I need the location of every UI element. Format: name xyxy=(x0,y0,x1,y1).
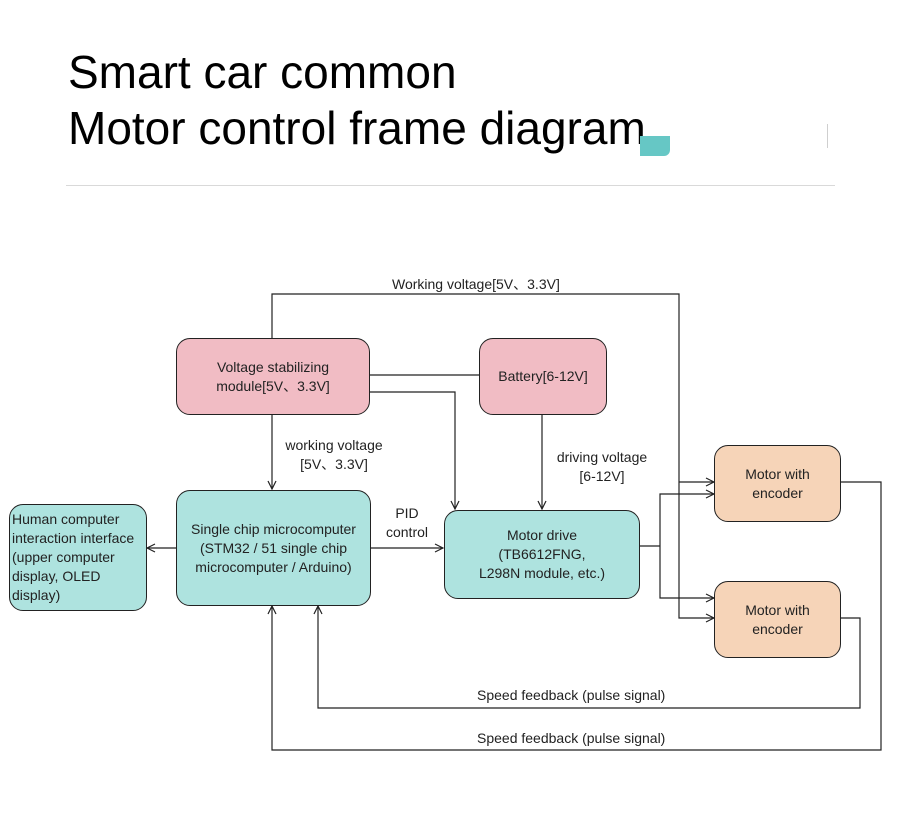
motor-encoder-box-1: Motor with encoder xyxy=(714,445,841,522)
text-cursor-mark xyxy=(827,124,828,148)
voltage-module-line-2: module[5V、3.3V] xyxy=(216,377,330,394)
title-divider xyxy=(66,185,835,186)
label-driving-voltage-line-2: [6-12V] xyxy=(579,468,625,484)
wire-drive-to-motor1 xyxy=(659,494,714,546)
motor1-line-2: encoder xyxy=(752,484,803,501)
mcu-line-1: Single chip microcomputer xyxy=(191,520,356,537)
voltage-module-line-1: Voltage stabilizing xyxy=(216,358,330,375)
hci-line-2: interaction interface xyxy=(12,530,135,546)
motor-encoder-box-2: Motor with encoder xyxy=(714,581,841,658)
motor2-line-2: encoder xyxy=(752,620,803,637)
label-pid-control: PID control xyxy=(376,504,438,542)
label-driving-voltage: driving voltage [6-12V] xyxy=(546,448,658,486)
label-working-voltage-mid: working voltage [5V、3.3V] xyxy=(278,436,390,474)
motor-drive-line-2: (TB6612FNG, xyxy=(498,546,586,562)
battery-label: Battery[6-12V] xyxy=(498,368,588,384)
microcomputer-box: Single chip microcomputer (STM32 / 51 si… xyxy=(176,490,371,606)
motor-drive-line-1: Motor drive xyxy=(506,527,577,543)
wire-speed-feedback-motor1 xyxy=(272,481,882,751)
label-driving-voltage-line-1: driving voltage xyxy=(556,449,648,465)
motor1-line-1: Motor with xyxy=(745,465,810,482)
label-working-voltage-mid-line-1: working voltage xyxy=(285,437,383,453)
title-accent-mark xyxy=(640,136,670,156)
voltage-stabilizing-module-box: Voltage stabilizing module[5V、3.3V] xyxy=(176,338,370,415)
motor-drive-box: Motor drive (TB6612FNG, L298N module, et… xyxy=(444,510,640,599)
hci-line-4: display, OLED xyxy=(12,568,101,584)
battery-box: Battery[6-12V] xyxy=(479,338,607,415)
hci-box: Human computer interaction interface (up… xyxy=(9,504,147,611)
label-speed-feedback-2: Speed feedback (pulse signal) xyxy=(477,730,666,746)
hci-line-1: Human computer xyxy=(12,511,120,527)
label-working-voltage-mid-line-2: [5V、3.3V] xyxy=(300,456,368,472)
hci-line-3: (upper computer xyxy=(12,549,115,565)
wire-voltage-to-drive xyxy=(370,391,455,509)
hci-line-5: display) xyxy=(12,587,61,603)
mcu-line-3: microcomputer / Arduino) xyxy=(195,558,352,575)
page-title: Smart car common Motor control frame dia… xyxy=(68,44,646,156)
motor-drive-line-3: L298N module, etc.) xyxy=(478,565,606,581)
title-line-1: Smart car common xyxy=(68,46,457,98)
label-speed-feedback-1: Speed feedback (pulse signal) xyxy=(477,687,666,703)
title-line-2: Motor control frame diagram xyxy=(68,102,646,154)
wire-drive-to-motor2 xyxy=(659,546,714,598)
motor2-line-1: Motor with xyxy=(745,601,810,618)
wire-speed-feedback-motor2 xyxy=(318,606,861,709)
mcu-line-2: (STM32 / 51 single chip xyxy=(199,539,348,556)
wire-working-voltage-top xyxy=(271,293,714,618)
label-pid-line-1: PID xyxy=(395,505,419,521)
label-pid-line-2: control xyxy=(385,524,429,540)
label-working-voltage-top: Working voltage[5V、3.3V] xyxy=(392,276,560,292)
